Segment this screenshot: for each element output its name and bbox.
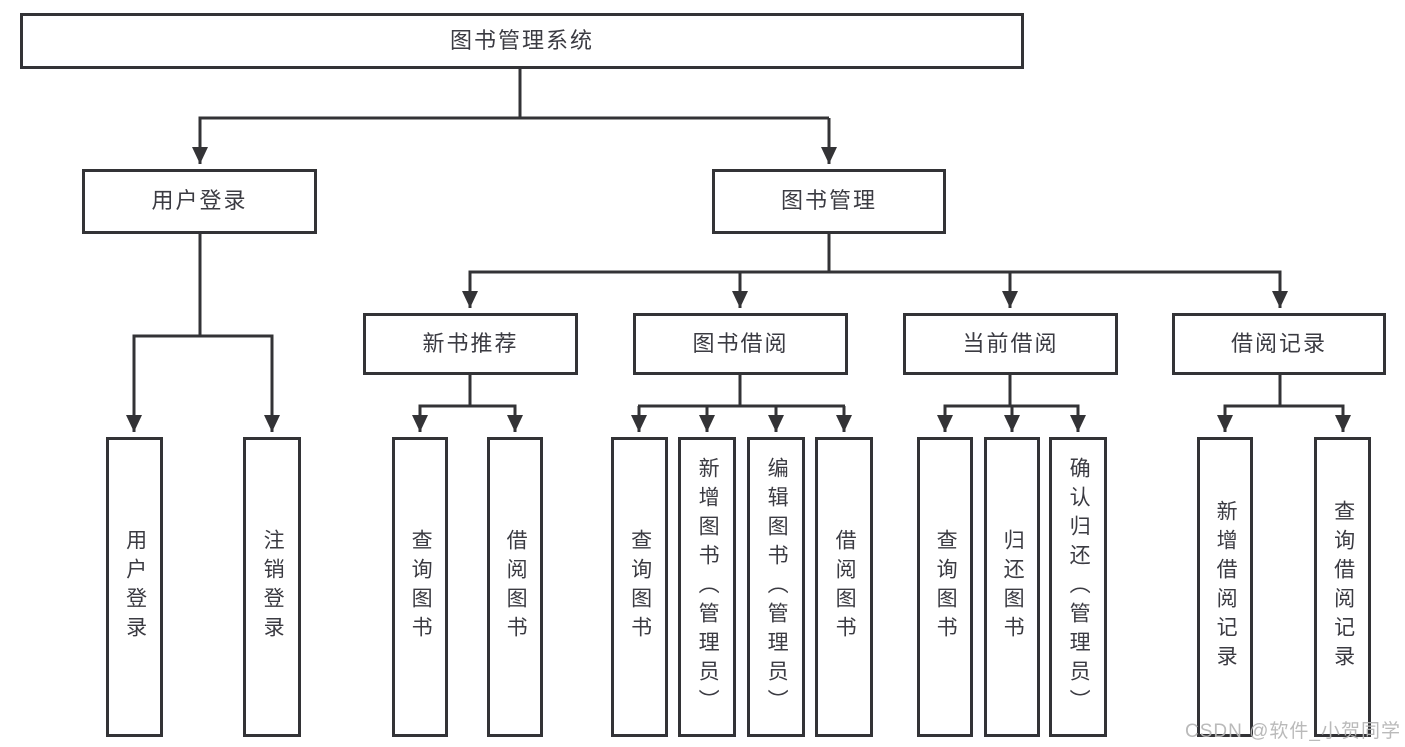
node-label: 新增借阅记录 <box>1214 500 1238 674</box>
leaf-borrow-add-book: 新增图书（管理员） <box>678 437 736 737</box>
node-label: 借阅记录 <box>1230 330 1327 356</box>
leaf-borrow-borrow-book: 借阅图书 <box>815 437 873 737</box>
csdn-watermark: CSDN @软件_小贺同学 <box>1185 721 1401 742</box>
leaf-current-query-book: 查询图书 <box>917 437 973 737</box>
leaf-records-query-record: 查询借阅记录 <box>1314 437 1371 737</box>
leaf-user-login: 用户登录 <box>106 437 163 737</box>
leaf-current-return-book: 归还图书 <box>984 437 1040 737</box>
leaf-recommend-borrow-book: 借阅图书 <box>487 437 543 737</box>
node-user-login: 用户登录 <box>82 169 317 234</box>
node-label: 归还图书 <box>1001 529 1025 645</box>
leaf-current-confirm-return: 确认归还（管理员） <box>1049 437 1107 737</box>
node-label: 查询图书 <box>409 529 433 645</box>
node-label: 查询图书 <box>934 529 958 645</box>
node-label: 查询图书 <box>628 529 652 645</box>
node-label: 编辑图书（管理员） <box>765 456 789 718</box>
node-label: 当前借阅 <box>962 330 1059 356</box>
node-root: 图书管理系统 <box>20 13 1024 69</box>
leaf-recommend-query-book: 查询图书 <box>392 437 448 737</box>
node-book-management: 图书管理 <box>712 169 946 234</box>
node-label: 借阅图书 <box>833 529 857 645</box>
node-current-borrow: 当前借阅 <box>903 313 1118 375</box>
node-label: 新增图书（管理员） <box>696 456 720 718</box>
node-label: 借阅图书 <box>504 529 528 645</box>
leaf-logout: 注销登录 <box>243 437 301 737</box>
node-borrow-records: 借阅记录 <box>1172 313 1386 375</box>
node-new-book-recommend: 新书推荐 <box>363 313 578 375</box>
node-label: 查询借阅记录 <box>1331 500 1355 674</box>
leaf-borrow-edit-book: 编辑图书（管理员） <box>747 437 805 737</box>
node-label: 用户登录 <box>151 188 248 214</box>
node-label: 图书管理 <box>780 188 877 214</box>
node-label: 图书借阅 <box>692 330 789 356</box>
leaf-borrow-query-book: 查询图书 <box>611 437 668 737</box>
node-label: 用户登录 <box>123 529 147 645</box>
node-label: 注销登录 <box>261 529 285 645</box>
leaf-records-add-record: 新增借阅记录 <box>1197 437 1253 737</box>
node-label: 确认归还（管理员） <box>1067 456 1091 718</box>
node-label: 新书推荐 <box>422 330 519 356</box>
node-book-borrow: 图书借阅 <box>633 313 848 375</box>
node-label: 图书管理系统 <box>449 27 594 53</box>
